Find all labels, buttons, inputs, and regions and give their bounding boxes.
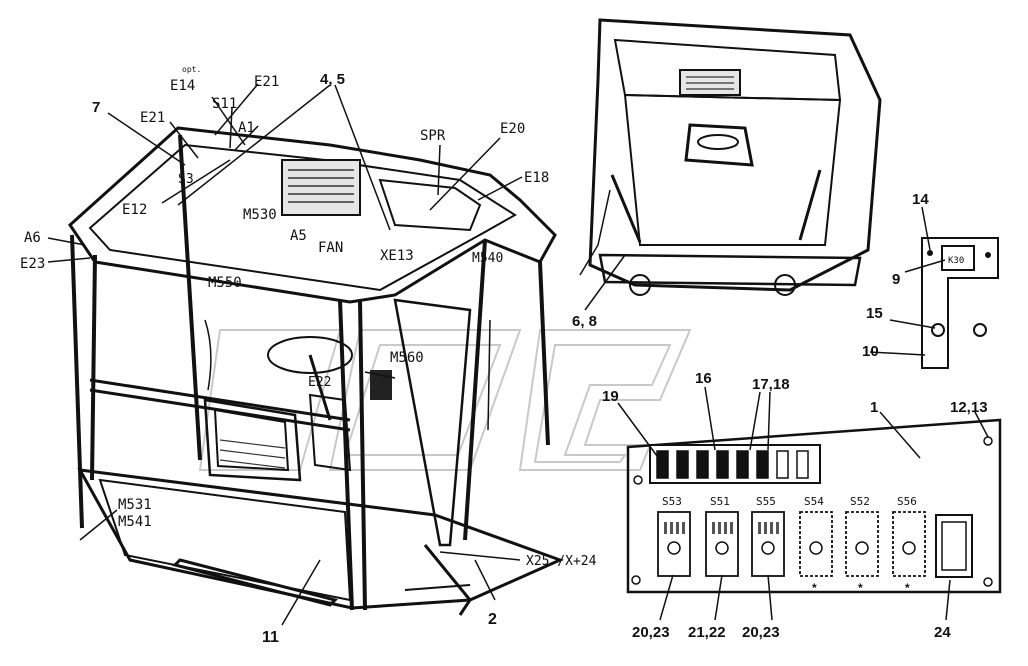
label-m530: M530 <box>243 207 277 223</box>
wiper-icon <box>855 541 869 555</box>
switch-indicator <box>770 522 773 534</box>
wiper-icon <box>715 541 729 555</box>
fuse <box>716 450 729 479</box>
label-2: 2 <box>488 611 497 628</box>
switch-s55 <box>751 511 785 577</box>
label-e14: E14 <box>170 78 195 94</box>
switch-indicator <box>776 522 779 534</box>
switch-s53 <box>657 511 691 577</box>
label-10: 10 <box>862 343 879 360</box>
wiper-icon <box>809 541 823 555</box>
switch-indicator <box>670 522 673 534</box>
switch-indicator <box>676 522 679 534</box>
switch-s51 <box>705 511 739 577</box>
label-e21-top: E21 <box>254 74 279 90</box>
label-fan: FAN <box>318 240 343 256</box>
switch-indicator <box>764 522 767 534</box>
label-e23: E23 <box>20 256 45 272</box>
switch-panel <box>626 418 1002 594</box>
label-x25: X25 /X+24 <box>526 554 597 569</box>
label-7: 7 <box>92 99 100 116</box>
label-m540: M540 <box>472 251 503 266</box>
label-24: 24 <box>934 624 951 641</box>
label-m560: M560 <box>390 350 424 366</box>
label-a5: A5 <box>290 228 307 244</box>
label-m550: M550 <box>208 275 242 291</box>
label-xe13: XE13 <box>380 248 414 264</box>
switch-s54 <box>799 511 833 577</box>
label-e18: E18 <box>524 170 549 186</box>
label-16: 16 <box>695 370 712 387</box>
label-12-13: 12,13 <box>950 399 988 416</box>
cab-drawing <box>68 126 565 616</box>
switch-label-s51: S51 <box>710 495 730 508</box>
relay-k30: K30 <box>948 256 964 266</box>
fuse <box>796 450 809 479</box>
optional-star: * <box>905 581 910 595</box>
cab-rear-view <box>579 18 882 296</box>
panel-labels: 1 12,13 16 17,18 19 S53 S51 S55 S54 * S52 * S56… <box>602 370 988 641</box>
label-9: 9 <box>892 271 900 288</box>
label-15: 15 <box>866 305 883 322</box>
label-spr: SPR <box>420 128 446 144</box>
switch-label-s53: S53 <box>662 495 682 508</box>
switch-indicator <box>730 522 733 534</box>
label-e20: E20 <box>500 121 525 137</box>
label-e22: E22 <box>308 375 331 390</box>
fuse <box>676 450 689 479</box>
switch-indicator <box>682 522 685 534</box>
rear-labels: 6, 8 <box>572 313 597 330</box>
switch-label-s52: S52 <box>850 495 870 508</box>
switch-indicator <box>712 522 715 534</box>
label-14: 14 <box>912 191 929 208</box>
switch-label-s55: S55 <box>756 495 776 508</box>
label-4-5: 4, 5 <box>320 71 345 88</box>
wiper-icon <box>902 541 916 555</box>
label-20-23-left: 20,23 <box>632 624 670 641</box>
optional-star: * <box>812 581 817 595</box>
switch-indicator <box>718 522 721 534</box>
label-6-8: 6, 8 <box>572 313 597 330</box>
switch-indicator <box>758 522 761 534</box>
switch-indicator <box>664 522 667 534</box>
label-m531: M531 <box>118 497 152 513</box>
optional-star: * <box>858 581 863 595</box>
bracket-labels: 14 9 K30 15 10 <box>862 191 964 360</box>
label-17-18: 17,18 <box>752 376 790 393</box>
switch-s56 <box>892 511 926 577</box>
label-1: 1 <box>870 399 878 416</box>
label-a6: A6 <box>24 230 41 246</box>
leader-lines <box>47 83 989 626</box>
label-opt: opt. <box>182 65 201 74</box>
label-a1: A1 <box>238 120 255 136</box>
label-e12: E12 <box>122 202 147 218</box>
wiper-icon <box>667 541 681 555</box>
label-m541: M541 <box>118 514 152 530</box>
fuse <box>696 450 709 479</box>
label-19: 19 <box>602 388 619 405</box>
switch-label-s56: S56 <box>897 495 917 508</box>
switch-indicator <box>724 522 727 534</box>
label-s11: S11 <box>212 96 237 112</box>
label-s3: S3 <box>178 172 194 187</box>
switch-s52 <box>845 511 879 577</box>
fuse <box>656 450 669 479</box>
switch-label-s54: S54 <box>804 495 824 508</box>
label-11: 11 <box>262 629 279 646</box>
relay-bracket <box>921 237 999 369</box>
fuse <box>756 450 769 479</box>
cab-labels: opt. E14 E21 S11 A1 4, 5 7 E21 S3 E12 A6… <box>20 65 597 646</box>
label-e21-left: E21 <box>140 110 165 126</box>
label-20-23-right: 20,23 <box>742 624 780 641</box>
label-21-22: 21,22 <box>688 624 726 641</box>
wiper-icon <box>761 541 775 555</box>
fuse <box>736 450 749 479</box>
fuse <box>776 450 789 479</box>
